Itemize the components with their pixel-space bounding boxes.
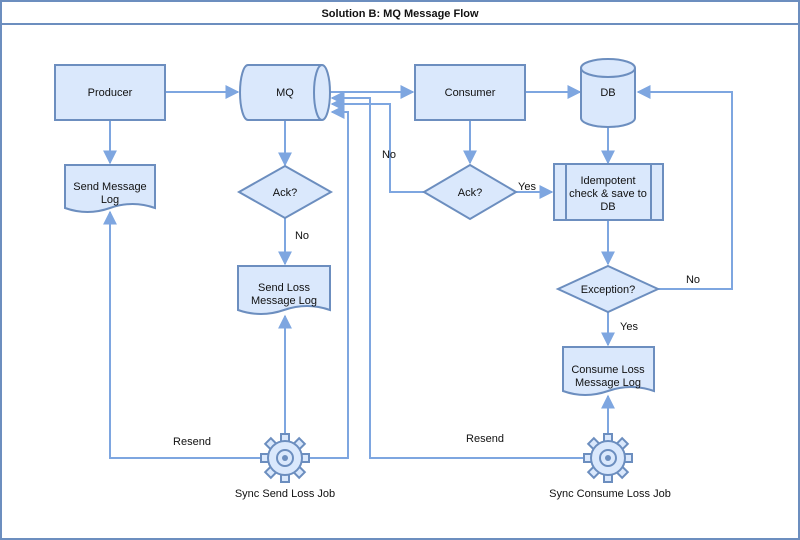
mq-label: MQ [276,87,294,99]
consume-loss-log-node[interactable]: Consume Loss Message Log [562,346,655,396]
db-node[interactable]: DB [580,58,636,128]
producer-label: Producer [88,87,133,99]
idempotent-line-3: DB [600,201,615,213]
db-label: DB [600,87,615,99]
label-resend-left: Resend [173,436,211,448]
send-message-log-line-1: Send Message [73,181,146,193]
edge-synccons-mq [330,91,584,459]
send-loss-log-line-1: Send Loss [258,282,310,294]
exception-decision[interactable]: Exception? [555,264,661,314]
send-loss-log-node[interactable]: Send Loss Message Log [237,265,331,315]
idempotent-line-1: Idempotent [580,175,635,187]
edge-exception-no-db [636,85,733,290]
label-no-send-ack: No [295,230,309,242]
send-message-log-node[interactable]: Send Message Log [64,164,156,213]
ack-send-label: Ack? [273,187,297,199]
sync-send-job-gear-icon[interactable] [260,433,310,483]
send-message-log-line-2: Log [101,194,119,206]
sync-consume-job-gear-icon[interactable] [583,433,633,483]
sync-consume-job-label: Sync Consume Loss Job [549,488,671,500]
idempotent-node[interactable]: Idempotent check & save to DB [553,163,664,221]
consume-loss-log-line-1: Consume Loss [571,364,645,376]
label-no-consume-ack: No [382,149,396,161]
label-yes-exception: Yes [620,321,638,333]
sync-send-job-label: Sync Send Loss Job [235,488,335,500]
edge-syncsend-msglog [103,210,262,459]
ack-send-decision[interactable]: Ack? [236,164,334,220]
consume-loss-log-line-2: Message Log [575,377,641,389]
send-loss-log-line-2: Message Log [251,295,317,307]
edge-ack-no-mq [330,97,426,193]
edge-syncsend-mq [310,105,349,459]
diagram-title: Solution B: MQ Message Flow [321,8,479,20]
label-resend-right: Resend [466,433,504,445]
ack-consume-decision[interactable]: Ack? [422,163,518,221]
consumer-label: Consumer [445,87,496,99]
consumer-node[interactable]: Consumer [414,64,526,121]
label-yes-consume-ack: Yes [518,181,536,193]
producer-node[interactable]: Producer [54,64,166,121]
ack-consume-label: Ack? [458,187,482,199]
idempotent-line-2: check & save to [569,188,647,200]
mq-node[interactable]: MQ [239,64,331,121]
exception-label: Exception? [581,284,635,296]
label-no-exception: No [686,274,700,286]
